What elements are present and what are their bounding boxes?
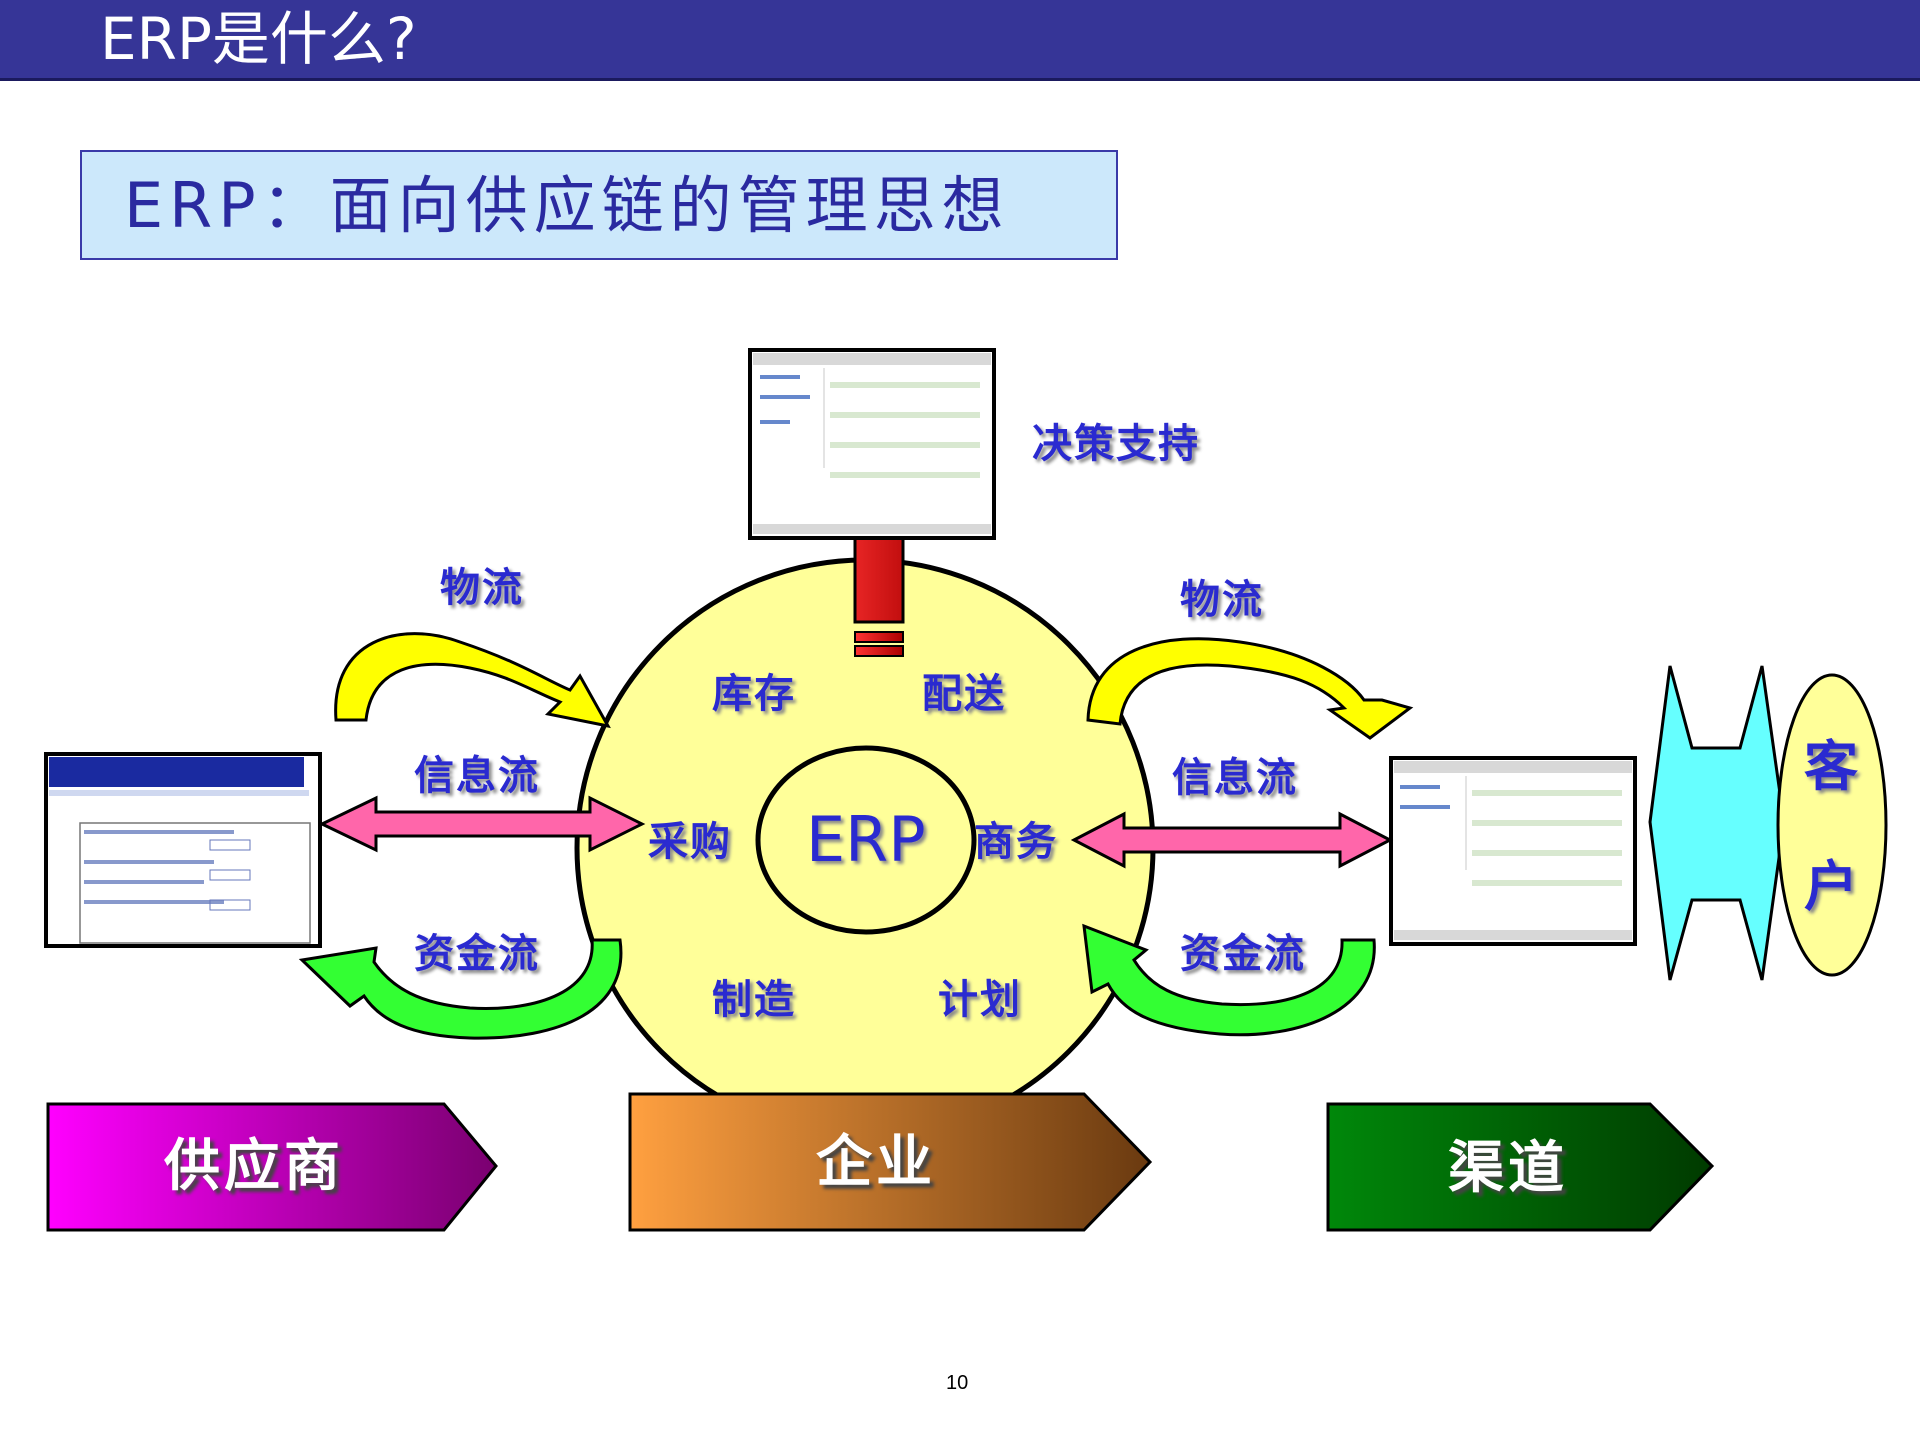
module-purchasing: 采购 xyxy=(648,818,732,865)
supplier-screenshot xyxy=(44,752,322,948)
customer-ellipse xyxy=(1776,673,1888,977)
erp-core-ellipse xyxy=(755,745,977,935)
module-distribution: 配送 xyxy=(922,670,1006,717)
module-commerce: 商务 xyxy=(974,818,1058,865)
left-capital-label: 资金流 xyxy=(414,930,540,977)
customer-label-2: 户 xyxy=(1804,854,1858,918)
decision-support-label: 决策支持 xyxy=(1032,420,1200,467)
channel-band-visible xyxy=(1326,1102,1715,1232)
decision-support-screenshot xyxy=(748,348,996,540)
right-information-arrow xyxy=(1070,811,1394,869)
right-logistics-label: 物流 xyxy=(1180,576,1264,623)
right-logistics-arrow xyxy=(1086,637,1414,740)
subtitle: ERP：面向供应链的管理思想 xyxy=(124,169,1010,242)
left-logistics-arrow xyxy=(334,632,611,729)
subtitle-box: ERP：面向供应链的管理思想 xyxy=(80,150,1118,260)
customer-exchange-shape xyxy=(1648,665,1786,981)
module-planning: 计划 xyxy=(938,976,1022,1023)
module-inventory: 库存 xyxy=(712,670,796,717)
page-title: ERP是什么? xyxy=(100,5,417,73)
customer-label-1: 客 xyxy=(1804,734,1858,798)
left-logistics-label: 物流 xyxy=(440,564,524,611)
module-manufacturing: 制造 xyxy=(712,976,796,1023)
left-capital-arrow xyxy=(298,938,623,1040)
right-capital-arrow xyxy=(1082,923,1376,1037)
title-bar: ERP是什么? xyxy=(0,0,1920,81)
channel-screenshot xyxy=(1389,756,1637,946)
supplier-band xyxy=(46,1102,498,1232)
left-information-label: 信息流 xyxy=(414,752,540,799)
supplier-label: 供应商 xyxy=(164,1133,344,1199)
right-capital-label: 资金流 xyxy=(1180,930,1306,977)
channel-label: 渠道 xyxy=(1448,1135,1568,1201)
enterprise-label: 企业 xyxy=(816,1129,936,1195)
enterprise-band xyxy=(628,1092,1153,1232)
erp-core-label: ERP xyxy=(806,803,926,876)
right-information-label: 信息流 xyxy=(1172,754,1298,801)
left-information-arrow xyxy=(318,795,646,853)
page-number: 10 xyxy=(946,1372,969,1394)
